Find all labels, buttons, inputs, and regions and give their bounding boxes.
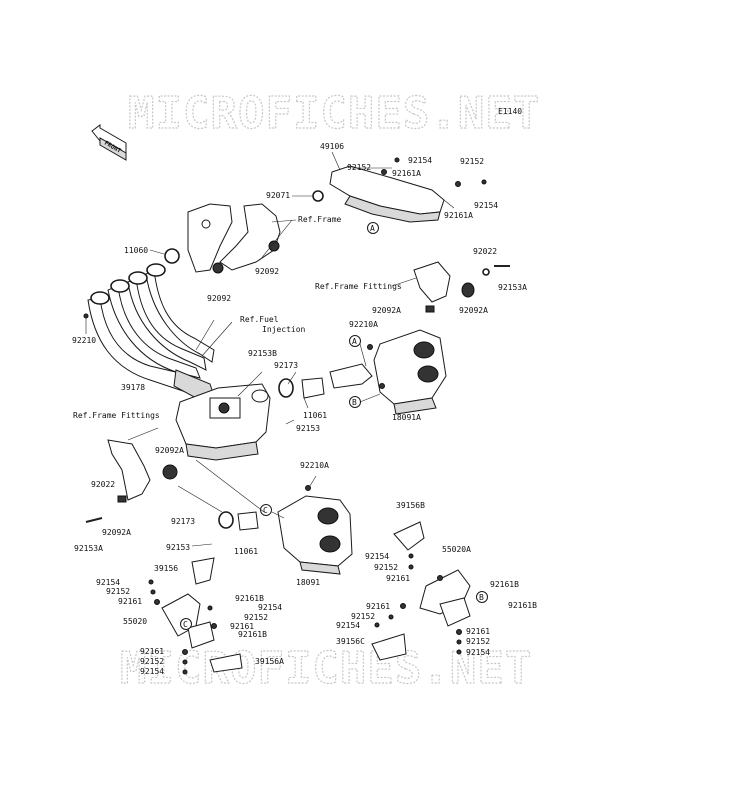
label-92092a-top2: 92092A [459, 306, 488, 315]
label-92210a-mid: 92210A [300, 461, 329, 470]
label-92161-l3: 92161 [140, 647, 164, 656]
label-92153-mid: 92153 [296, 424, 320, 433]
label-92161a-top: 92161A [392, 169, 421, 178]
exhaust-header-pipes [87, 263, 215, 399]
label-92161b-r2: 92161B [508, 601, 537, 610]
muffler-right-upper [329, 329, 447, 415]
muffler-left-lower [277, 495, 353, 575]
label-92152-l1: 92152 [106, 587, 130, 596]
callout-a-top [367, 222, 379, 234]
label-ref-frame-fittings-left: Ref.Frame Fittings [73, 411, 160, 420]
label-ref-frame-fittings-top: Ref.Frame Fittings [315, 282, 402, 291]
label-92022-top: 92022 [473, 247, 497, 256]
part-labels: 49106 92152 92154 92161A 92152 92154 921… [72, 142, 537, 676]
callout-c-low-label: C [183, 620, 188, 629]
label-92161b-r1: 92161B [490, 580, 519, 589]
label-ref-frame: Ref.Frame [298, 215, 342, 224]
label-92152-r1: 92152 [374, 563, 398, 572]
front-arrow-icon: FRONT [91, 124, 127, 161]
gasket-11060-icon [164, 248, 180, 264]
label-92092a-left: 92092A [155, 446, 184, 455]
label-92153a-left: 92153A [74, 544, 103, 553]
label-92092a-top: 92092A [372, 306, 401, 315]
clamp-92173-low [218, 511, 234, 529]
pre-chamber-body [175, 383, 271, 461]
callout-b-mid-label: B [352, 398, 357, 407]
label-92161-l1: 92161 [118, 597, 142, 606]
callout-c-mid-label: C [263, 506, 268, 515]
label-92152-l2: 92152 [244, 613, 268, 622]
watermark-top: MICROFICHES.NET [128, 88, 540, 139]
label-92161-r1: 92161 [386, 574, 410, 583]
label-92153a-top: 92153A [498, 283, 527, 292]
label-92022-left: 92022 [91, 480, 115, 489]
frame-bracket [187, 203, 281, 274]
label-92161-r3: 92161 [466, 627, 490, 636]
label-injection: Injection [262, 325, 306, 334]
label-11061-top: 11061 [303, 411, 327, 420]
connector-11061-top [301, 377, 325, 399]
label-92161-l2: 92161 [230, 622, 254, 631]
connector-11061-low [237, 511, 259, 531]
label-92173-low: 92173 [171, 517, 195, 526]
label-92154-r1: 92154 [365, 552, 389, 561]
label-92092a-left2: 92092A [102, 528, 131, 537]
label-92092-a: 92092 [255, 267, 279, 276]
label-92161b-l1: 92161B [235, 594, 264, 603]
label-11060: 11060 [124, 246, 148, 255]
label-ref-fuel: Ref.Fuel [240, 315, 279, 324]
frame-fitting-right [413, 261, 510, 313]
label-92161-r2: 92161 [366, 602, 390, 611]
label-92152-top: 92152 [347, 163, 371, 172]
label-92092-b: 92092 [207, 294, 231, 303]
label-49106: 49106 [320, 142, 344, 151]
fastener-markers [148, 553, 462, 675]
label-92071: 92071 [266, 191, 290, 200]
label-92152-right: 92152 [460, 157, 484, 166]
label-92154-r2: 92154 [336, 621, 360, 630]
label-92173-top: 92173 [274, 361, 298, 370]
frame-fitting-left [85, 439, 178, 523]
label-92154-r3: 92154 [466, 648, 490, 657]
callout-b-low-label: B [479, 593, 484, 602]
label-92152-r2: 92152 [351, 612, 375, 621]
callout-c-mid [260, 504, 272, 516]
callout-a-mid-label: A [352, 337, 357, 346]
label-18091: 18091 [296, 578, 320, 587]
label-55020a: 55020A [442, 545, 471, 554]
label-92153-low: 92153 [166, 543, 190, 552]
label-55020: 55020 [123, 617, 147, 626]
label-11061-low: 11061 [234, 547, 258, 556]
label-39156a: 39156A [255, 657, 284, 666]
label-92161a-right: 92161A [444, 211, 473, 220]
cover-right-lower [371, 521, 471, 661]
callout-c-low [180, 618, 192, 630]
callout-a-mid [349, 335, 361, 347]
label-39156: 39156 [154, 564, 178, 573]
gasket-92071-icon [312, 190, 324, 202]
label-92153b: 92153B [248, 349, 277, 358]
label-92161b-l2: 92161B [238, 630, 267, 639]
label-92154-l2: 92154 [258, 603, 282, 612]
label-92210a-top: 92210A [349, 320, 378, 329]
heat-shield-top [329, 165, 445, 223]
clamp-92173-top [278, 378, 294, 398]
callout-a-top-label: A [370, 224, 375, 233]
callout-b-low [476, 591, 488, 603]
label-92154-right: 92154 [474, 201, 498, 210]
diagram-code: E1140 [498, 107, 522, 116]
label-92152-l3: 92152 [140, 657, 164, 666]
watermark-bottom: MICROFICHES.NET [120, 643, 532, 694]
label-39156b: 39156B [396, 501, 425, 510]
label-92152-r3: 92152 [466, 637, 490, 646]
label-39156c: 39156C [336, 637, 365, 646]
label-39178: 39178 [121, 383, 145, 392]
label-92210: 92210 [72, 336, 96, 345]
label-92154-top: 92154 [408, 156, 432, 165]
label-18091a: 18091A [392, 413, 421, 422]
label-92154-l1: 92154 [96, 578, 120, 587]
label-92154-l3: 92154 [140, 667, 164, 676]
